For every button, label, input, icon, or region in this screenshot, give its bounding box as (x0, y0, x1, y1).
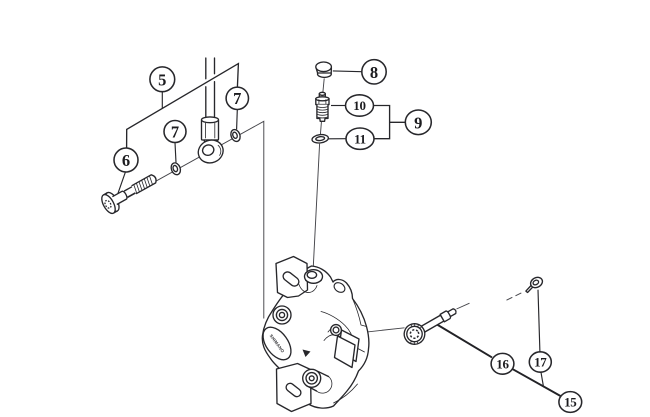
nipple-thread-hatching (316, 106, 329, 119)
callout-circle (558, 390, 583, 414)
callout-number: 16 (496, 357, 509, 372)
bleed-o-ring (311, 133, 330, 144)
pad-axle-boss (329, 323, 343, 337)
callout-8: 8 (361, 58, 387, 85)
callout-7-left: 7 (163, 119, 187, 144)
callout-number: 10 (353, 98, 365, 113)
banjo-axis-guide-line (111, 120, 265, 319)
callout-5: 5 (149, 66, 176, 93)
clip-axis-dashed-line (506, 292, 522, 301)
mounting-plate-bottom-tab (275, 362, 312, 413)
callout-11: 11 (345, 127, 375, 151)
retainer-clip (525, 276, 544, 294)
group-5-bracket-line (125, 62, 240, 149)
thread-hatching (133, 175, 153, 194)
mount-slot-bottom (285, 382, 302, 398)
callout-6: 6 (113, 147, 139, 173)
callout-number: 5 (158, 70, 166, 89)
torx-recess-icon (409, 329, 420, 339)
bolt-collar (112, 190, 128, 206)
callout-number: 9 (414, 113, 422, 132)
callout-number: 8 (370, 63, 378, 82)
shimano-badge: SHIMANO (262, 326, 292, 361)
callouts: 5 7 7 6 8 10 11 9 (113, 58, 583, 414)
banjo-port-boss (272, 305, 292, 325)
hose-nut (200, 116, 220, 141)
banjo-fitting (197, 139, 224, 164)
callout-circle (490, 352, 515, 375)
callout-connectors (117, 62, 561, 397)
callout-circle (113, 147, 139, 173)
hose-banjo-assembly (197, 57, 224, 164)
callout-circle (344, 94, 375, 117)
callout-17: 17 (528, 351, 553, 373)
hose-port-contour (298, 284, 318, 293)
callout-number: 17 (534, 355, 547, 370)
leader-line-7b (236, 109, 238, 130)
callout-number: 7 (233, 89, 241, 108)
leader-line-8 (332, 70, 362, 73)
mounting-plate-top-tab (275, 255, 309, 299)
bleed-axis-guide-line (312, 78, 325, 271)
group-9-bracket-line (373, 104, 406, 140)
mount-slot-top (282, 271, 300, 287)
bleed-cap (315, 61, 333, 79)
callout-circle (149, 66, 176, 93)
leader-line-17 (537, 289, 545, 388)
hump-contour (333, 282, 346, 293)
bolt16-tip (447, 308, 457, 318)
callout-circle (345, 127, 375, 151)
hydraulic-hose (205, 57, 216, 121)
banjo-bolt (101, 174, 157, 215)
o-ring-left (170, 162, 182, 176)
bolt-threads (131, 174, 157, 195)
bolt-shank (123, 186, 136, 199)
callout-circle (225, 86, 250, 111)
leader-line-7a (174, 142, 177, 163)
callout-9: 9 (404, 109, 433, 136)
o-ring-right (230, 128, 241, 143)
rotation-arrow-icon (302, 349, 311, 357)
callout-10: 10 (344, 94, 375, 117)
callout-number: 6 (122, 151, 130, 170)
leader-line-16-15 (436, 323, 561, 397)
bleed-nipple (315, 91, 330, 122)
callout-circle (163, 119, 187, 144)
callout-circle (361, 58, 387, 85)
callout-15: 15 (558, 390, 583, 414)
barrel-boss (302, 368, 333, 394)
leader-line-6 (117, 171, 126, 194)
body-bottom-contour (333, 383, 358, 404)
head-knurl-hatching (410, 323, 423, 345)
callout-number: 15 (564, 395, 577, 410)
callout-circle (528, 351, 553, 373)
caliper-body: SHIMANO (261, 255, 370, 413)
callout-circle (404, 109, 433, 136)
callout-7-upper: 7 (225, 86, 250, 111)
callout-16: 16 (490, 352, 515, 375)
bleed-port-boss (303, 269, 324, 284)
callout-number: 11 (354, 131, 366, 146)
pad-axle-bolt (403, 308, 457, 345)
callout-number: 7 (171, 122, 179, 141)
